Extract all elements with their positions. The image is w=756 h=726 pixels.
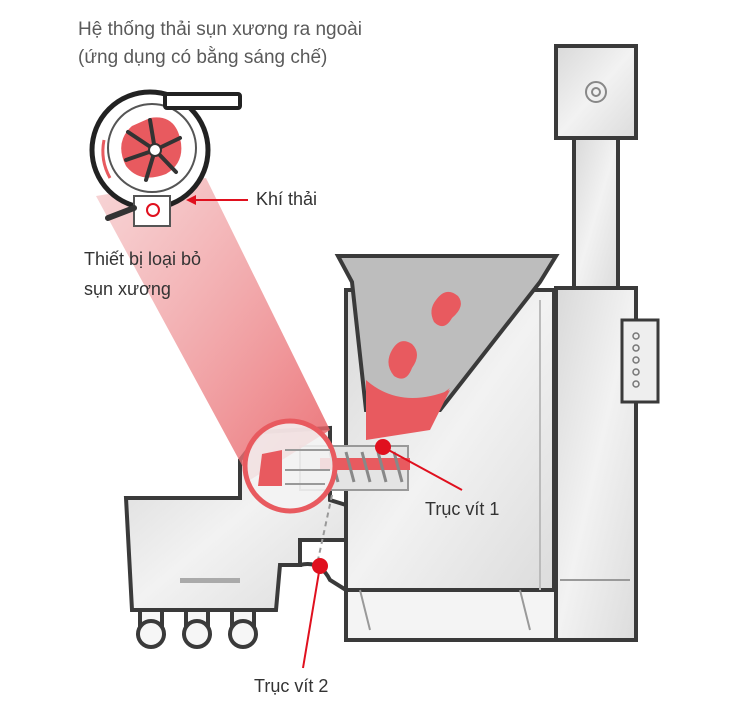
hopper [334, 254, 560, 440]
title-line-1: Hệ thống thải sụn xương ra ngoài [78, 19, 362, 40]
elevator-tower [554, 44, 660, 642]
magnified-view [242, 418, 338, 514]
exhaust-label: Khí thải [256, 189, 318, 209]
screw2-pointer [302, 558, 328, 669]
remover-label-line-2: sụn xương [84, 279, 171, 299]
magnification-beam [96, 178, 330, 480]
remover-label: Thiết bị loại bỏ sụn xương [84, 244, 201, 304]
remover-label-line-1: Thiết bị loại bỏ [84, 249, 202, 269]
title-line-2: (ứng dụng có bằng sáng chế) [78, 47, 328, 68]
bone-remover-device [89, 89, 242, 227]
screw2-label: Trục vít 2 [254, 676, 329, 696]
diagram-title: Hệ thống thải sụn xương ra ngoài (ứng dụ… [78, 16, 362, 72]
screw1-label: Trục vít 1 [425, 499, 500, 519]
screw1-pointer [375, 439, 463, 491]
exhaust-arrow [186, 195, 248, 205]
